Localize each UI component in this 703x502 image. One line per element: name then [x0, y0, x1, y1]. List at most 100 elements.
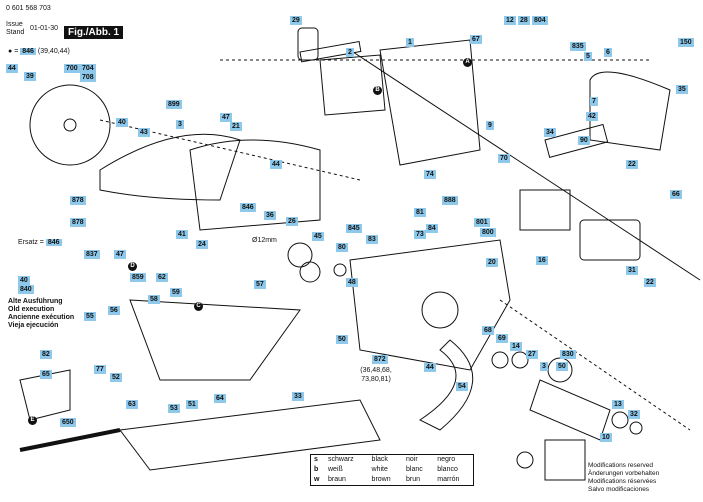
legend-en: black — [371, 456, 388, 463]
part-label: 32 — [628, 410, 640, 419]
part-label: 837 — [84, 250, 100, 259]
legend-de: weiß — [328, 466, 343, 473]
issue-label: Issue — [6, 21, 23, 28]
part-blade-hub — [63, 118, 77, 132]
part-label: 26 — [286, 217, 298, 226]
legend-key: s — [314, 456, 318, 463]
part-34-switch — [544, 123, 609, 158]
ersatz-label: Ersatz = — [18, 239, 44, 246]
part-29-plate — [297, 27, 319, 61]
part-65-adapter — [19, 369, 71, 421]
part-label: 700 — [64, 64, 80, 73]
part-label: 16 — [536, 256, 548, 265]
part-bearing-housing — [421, 291, 459, 329]
part-label: 21 — [230, 122, 242, 131]
part-label: 150 — [678, 38, 694, 47]
part-label: 31 — [626, 266, 638, 275]
ref-prefix: = — [14, 48, 19, 55]
dimension-label: Ø12mm — [252, 237, 277, 244]
part-label: 45 — [312, 232, 324, 241]
note-line: Salvo modificaciones — [588, 486, 650, 493]
part-label: 50 — [556, 362, 568, 371]
legend-row: b weiß white blanc blanco — [311, 465, 473, 475]
ref-line: ● = 846 (39,40,44) — [8, 47, 70, 56]
legend-en: white — [371, 466, 388, 473]
part-label: 24 — [196, 240, 208, 249]
part-45-gear — [299, 261, 321, 283]
part-label: 57 — [254, 280, 266, 289]
part-label: 90 — [578, 136, 590, 145]
part-label: 66 — [670, 190, 682, 199]
old-execution-en: Old execution — [8, 306, 55, 313]
legend-fr: blanc — [406, 466, 423, 473]
part-label: 70 — [498, 154, 510, 163]
issue-date: 01-01-30 — [30, 25, 59, 32]
part-14-bearing — [511, 351, 529, 369]
part-cable — [299, 41, 362, 63]
part-label: 835 — [570, 42, 586, 51]
figure-title: Fig./Abb. 1 — [64, 26, 124, 39]
part-label: 14 — [510, 342, 522, 351]
part-label: 40 — [18, 276, 30, 285]
part-label: 44 — [270, 160, 282, 169]
legend-row: s schwarz black noir negro — [311, 455, 473, 465]
ref-bullet-icon: ● — [8, 48, 13, 55]
part-35-handle — [589, 71, 671, 151]
part-label: 64 — [214, 394, 226, 403]
part-label: 51 — [186, 400, 198, 409]
modification-notes: Modifications reserved Änderungen vorbeh… — [588, 462, 659, 494]
guide-line — [499, 299, 691, 431]
part-51-baseplate — [119, 399, 381, 471]
part-label: 34 — [544, 128, 556, 137]
part-label: 28 — [518, 16, 530, 25]
part-label: 846 — [240, 203, 256, 212]
guide-line — [349, 49, 701, 281]
ersatz-line: Ersatz = 846 — [18, 238, 62, 247]
part-label: 36 — [264, 211, 276, 220]
part-label: 33 — [292, 392, 304, 401]
part-label: 53 — [168, 404, 180, 413]
part-label: 27 — [526, 350, 538, 359]
part-2-stator — [319, 54, 386, 116]
legend-fr: noir — [406, 456, 418, 463]
part-label: 40 — [116, 118, 128, 127]
part-label: 840 — [18, 285, 34, 294]
part-label: 68 — [482, 326, 494, 335]
legend-es: blanco — [437, 466, 458, 473]
part-label: 69 — [496, 334, 508, 343]
old-execution-fr: Ancienne exécution — [8, 314, 75, 321]
part-label: 10 — [600, 433, 612, 442]
part-label: 650 — [60, 418, 76, 427]
part-label: 81 — [414, 208, 426, 217]
part-label: 56 — [108, 306, 120, 315]
part-label: 878 — [70, 196, 86, 205]
part-label: 7 — [590, 97, 598, 106]
part-31-battery — [579, 219, 641, 261]
legend-key: b — [314, 466, 319, 473]
part-label: 50 — [336, 335, 348, 344]
ersatz-part: 846 — [45, 239, 62, 246]
marker-c: C — [194, 302, 203, 311]
part-label: 1 — [406, 38, 414, 47]
note-line: Modifications réservées — [588, 478, 657, 485]
motor-symbol — [516, 451, 534, 469]
marker-a: A — [463, 58, 472, 67]
part-69-ring — [491, 351, 509, 369]
part-80-ring — [333, 263, 347, 277]
part-859-fence-parts — [129, 299, 301, 381]
part-label: 74 — [424, 170, 436, 179]
part-label: 800 — [480, 228, 496, 237]
ref-refs: (39,40,44) — [37, 48, 70, 55]
part-label: 43 — [138, 128, 150, 137]
part-label: 83 — [366, 235, 378, 244]
part-650-rip-fence — [19, 428, 121, 452]
circuit-schematic — [544, 439, 586, 481]
part-32-ring — [629, 421, 643, 435]
part-label: 84 — [426, 224, 438, 233]
document-number: 0 601 568 703 — [6, 5, 51, 12]
part-label: 6 — [604, 48, 612, 57]
part-label: 62 — [156, 273, 168, 282]
part-label: 22 — [644, 278, 656, 287]
legend-es: negro — [437, 456, 456, 463]
part-label: 73 — [414, 230, 426, 239]
